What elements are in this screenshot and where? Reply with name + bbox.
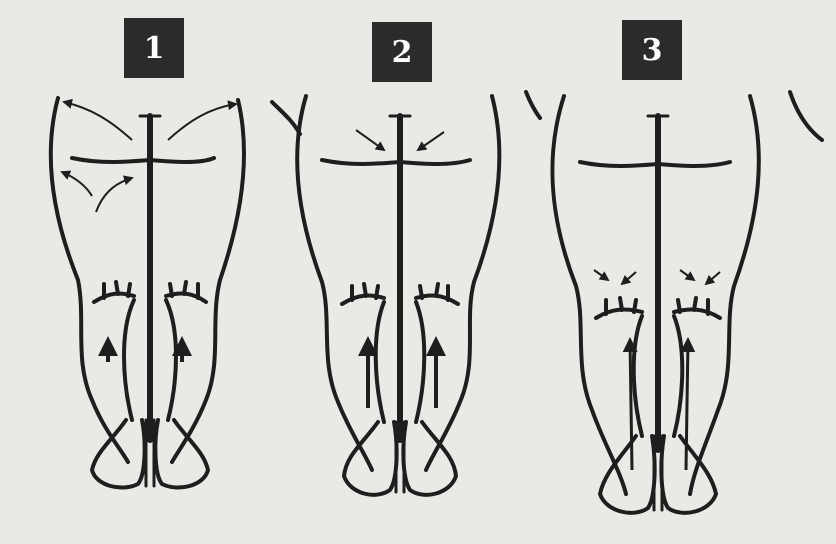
inward-arrow-icon [680, 270, 694, 280]
inward-arrow-icon [622, 272, 636, 284]
udder-veins-left [94, 282, 134, 302]
udder-split-left [124, 300, 134, 420]
outward-arrow-icon [64, 102, 132, 140]
hoof-left [92, 420, 145, 488]
inward-arrow-icon [594, 270, 608, 280]
hind-outline-right [172, 100, 244, 462]
step-badge-1: 1 [124, 18, 184, 78]
step-badge-2: 2 [372, 22, 432, 82]
pin-bones [72, 158, 214, 162]
hind-outline-left [552, 96, 626, 494]
upward-arrow-icon [630, 340, 632, 470]
thigh-right [526, 92, 540, 118]
udder-veins-right [674, 298, 720, 318]
inward-arrow-icon [356, 130, 384, 150]
outward-arrow-icon [168, 104, 236, 140]
hind-outline-right [690, 96, 759, 494]
outward-arrow-icon [96, 178, 132, 212]
outward-arrow-icon [62, 172, 92, 196]
inward-arrow-icon [418, 132, 444, 150]
udder-split-left [634, 316, 642, 436]
panel-1 [51, 98, 244, 488]
udder-split-right [416, 302, 424, 422]
udder-split-right [674, 316, 682, 436]
udder-veins-left [596, 298, 642, 318]
udder-veins-left [342, 284, 384, 304]
udder-split-right [166, 300, 176, 420]
hind-outline-left [297, 96, 372, 470]
pin-bones [322, 160, 470, 164]
thigh-left [272, 102, 300, 134]
udder-veins-right [416, 284, 458, 304]
step-badge-3: 3 [622, 20, 682, 80]
thigh-right [790, 92, 822, 140]
panel-2 [272, 92, 540, 495]
udder-split-left [376, 302, 384, 422]
udder-veins-right [166, 282, 206, 302]
panel-1-up-arrows [108, 340, 182, 362]
pin-bones [580, 162, 730, 166]
hoof-right [661, 436, 716, 513]
upward-arrow-icon [686, 340, 688, 470]
hind-outline-left [51, 98, 128, 462]
inward-arrow-icon [706, 272, 720, 284]
hoof-right [155, 420, 208, 488]
